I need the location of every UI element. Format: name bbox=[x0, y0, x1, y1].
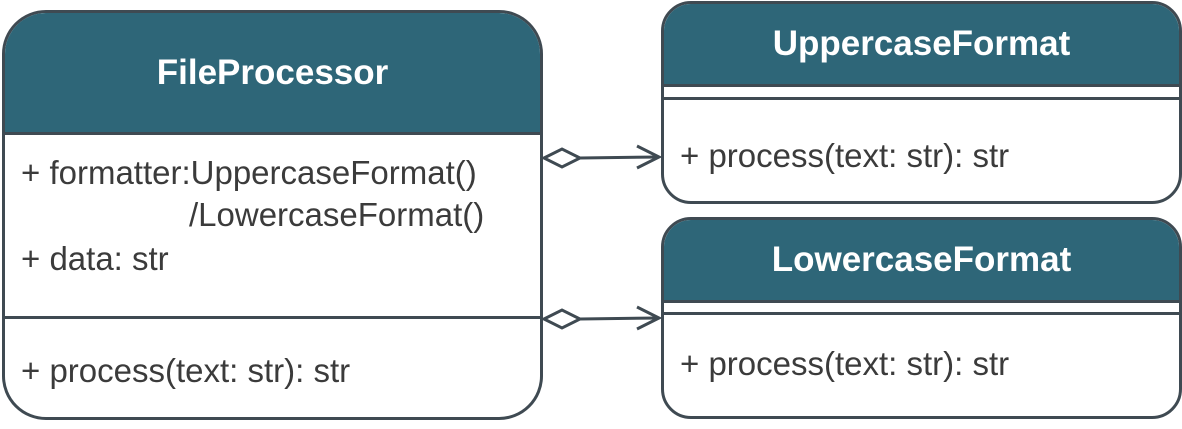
class-name-lowercaseformat: LowercaseFormat bbox=[771, 240, 1072, 279]
method-process-uppercaseformat: + process(text: str): str bbox=[680, 137, 1010, 174]
arrowhead-icon bbox=[636, 305, 663, 331]
class-box-fileprocessor: FileProcessor + formatter:UppercaseForma… bbox=[2, 10, 543, 420]
class-name-uppercaseformat: UppercaseFormat bbox=[772, 24, 1071, 63]
arrowhead-icon bbox=[636, 144, 663, 170]
aggregation-fileprocessor-lowercaseformat bbox=[540, 305, 663, 331]
class-box-uppercaseformat: UppercaseFormat + process(text: str): st… bbox=[661, 1, 1182, 204]
aggregation-diamond-icon bbox=[540, 308, 584, 330]
aggregation-fileprocessor-uppercaseformat bbox=[540, 144, 663, 170]
class-name-fileprocessor: FileProcessor bbox=[156, 52, 389, 92]
aggregation-line bbox=[579, 316, 660, 321]
attribute-formatter: + formatter:UppercaseFormat() bbox=[21, 154, 477, 191]
class-header-fileprocessor: FileProcessor bbox=[5, 13, 540, 135]
aggregation-line bbox=[579, 155, 660, 160]
class-header-lowercaseformat: LowercaseFormat bbox=[664, 220, 1179, 303]
class-box-lowercaseformat: LowercaseFormat + process(text: str): st… bbox=[661, 217, 1182, 419]
method-process-fileprocessor: + process(text: str): str bbox=[21, 352, 351, 389]
attribute-data: + data: str bbox=[21, 240, 169, 277]
method-process-lowercaseformat: + process(text: str): str bbox=[680, 345, 1010, 382]
divider-lowercaseformat bbox=[664, 312, 1179, 315]
aggregation-diamond-icon bbox=[540, 147, 584, 169]
attribute-formatter-continuation: /LowercaseFormat() bbox=[189, 196, 485, 233]
divider-fileprocessor bbox=[5, 316, 540, 319]
divider-uppercaseformat bbox=[664, 97, 1179, 100]
class-header-uppercaseformat: UppercaseFormat bbox=[664, 4, 1179, 87]
